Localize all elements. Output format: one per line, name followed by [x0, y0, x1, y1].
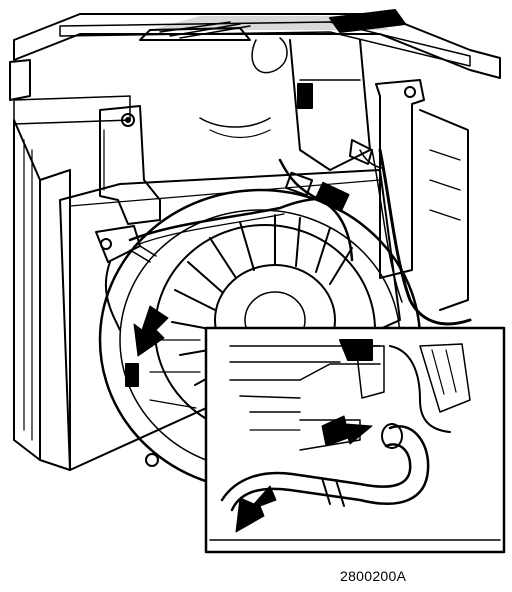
inset-detail-box: [204, 326, 506, 554]
left-side-panel: [13, 119, 71, 471]
right-bracket: [371, 79, 472, 326]
left-bracket: [99, 105, 161, 225]
wiring-harness: [95, 139, 383, 331]
arrow-main-down: [133, 305, 169, 357]
center-duct: [199, 37, 371, 171]
figure-code-label: 2800200A: [340, 568, 407, 584]
